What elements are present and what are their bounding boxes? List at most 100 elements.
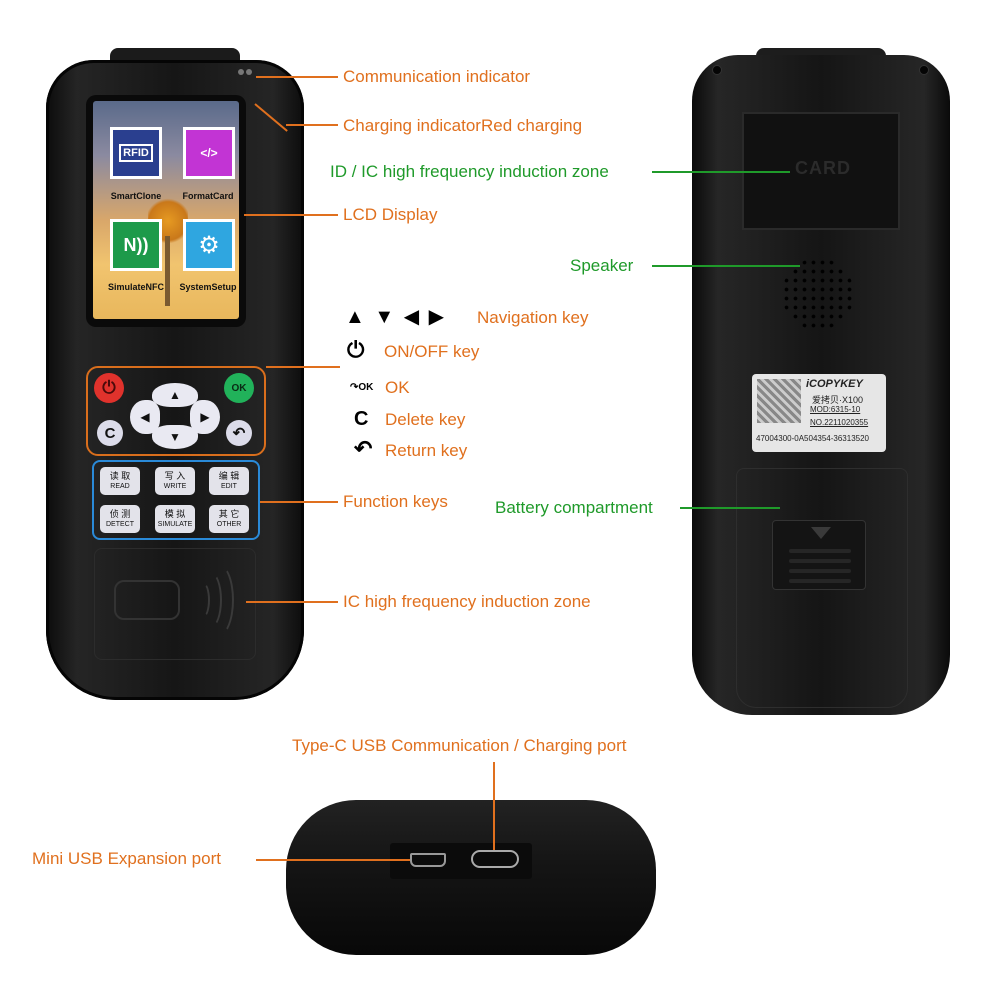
callout-type-c: Type-C USB Communication / Charging port	[292, 736, 627, 755]
delete-icon: C	[354, 408, 369, 430]
callout-charging-indicator: Charging indicatorRed charging	[343, 116, 583, 135]
leader-line	[652, 171, 790, 173]
rfid-icon: RFID	[119, 144, 153, 162]
other-key[interactable]: 其 它 OTHER	[209, 505, 249, 533]
sticker-serial: 47004300-0A504354-36313520	[756, 434, 869, 443]
return-icon: ↶	[354, 436, 373, 461]
return-button[interactable]: ↶	[226, 420, 252, 446]
edit-key-en: EDIT	[221, 483, 237, 490]
qr-code	[757, 379, 801, 423]
charging-led	[238, 69, 244, 75]
up-button[interactable]: ▲	[152, 383, 198, 407]
triangle-icon	[811, 527, 831, 539]
card-zone-label: CARD	[795, 158, 851, 178]
app-simulatenfc[interactable]: N))	[110, 219, 162, 271]
grip-line	[789, 569, 851, 573]
leader-line	[246, 601, 338, 603]
grip-line	[789, 549, 851, 553]
other-key-en: OTHER	[216, 521, 242, 528]
delete-button[interactable]: C	[97, 420, 123, 446]
sticker-model: 爱拷贝·X100	[812, 395, 864, 405]
legend-onoff-key: ON/OFF key	[384, 342, 480, 361]
gear-icon: ⚙	[198, 231, 220, 259]
app-formatcard[interactable]: </>	[183, 127, 235, 179]
read-key-cn: 读 取	[109, 471, 131, 481]
legend-delete-key: Delete key	[385, 410, 466, 429]
arrow-up-icon: ▲	[169, 388, 181, 402]
detect-key-en: DETECT	[106, 521, 134, 528]
arrow-left-icon: ◀	[140, 410, 150, 424]
simulate-key-en: SIMULATE	[157, 521, 193, 528]
power-button[interactable]: ⏻	[94, 373, 124, 403]
callout-lcd-display: LCD Display	[343, 205, 438, 224]
app-label-systemsetup: SystemSetup	[179, 282, 237, 292]
write-key-cn: 写 入	[164, 471, 186, 481]
power-icon: ⏻	[347, 337, 365, 362]
detect-key[interactable]: 侦 测 DETECT	[100, 505, 140, 533]
app-label-simulatenfc: SimulateNFC	[107, 282, 164, 292]
callout-communication-indicator: Communication indicator	[343, 67, 531, 86]
leader-line	[286, 124, 338, 126]
leader-line	[244, 214, 338, 216]
write-key[interactable]: 写 入 WRITE	[155, 467, 195, 495]
nfc-icon: N))	[123, 234, 149, 255]
read-key-en: READ	[110, 483, 130, 490]
arrow-down-icon: ▼	[169, 430, 181, 444]
leader-line	[256, 76, 338, 78]
legend-return-key: Return key	[385, 441, 468, 460]
app-label-formatcard: FormatCard	[182, 191, 234, 201]
callout-speaker: Speaker	[570, 256, 634, 275]
app-label-smartclone: SmartClone	[110, 191, 162, 201]
simulate-key-cn: 模 拟	[164, 509, 186, 519]
battery-compartment	[736, 468, 908, 708]
battery-latch[interactable]	[772, 520, 866, 590]
mini-usb-port[interactable]	[410, 853, 446, 867]
sticker-brand: iCOPYKEY	[806, 378, 863, 390]
leader-line	[652, 265, 800, 267]
leader-line	[680, 507, 780, 509]
lcd-screen: RFID SmartClone </> FormatCard N)) Simul…	[93, 101, 239, 319]
callout-function-keys: Function keys	[343, 492, 448, 511]
legend-ok: OK	[385, 378, 410, 397]
wallpaper-trunk	[165, 236, 170, 306]
edit-key[interactable]: 编 辑 EDIT	[209, 467, 249, 495]
arrow-right-icon: ▶	[200, 410, 210, 424]
detect-key-cn: 侦 测	[109, 509, 131, 519]
ic-induction-zone	[94, 548, 256, 660]
legend-navigation-key: Navigation key	[477, 308, 589, 327]
callout-ic-zone: IC high frequency induction zone	[343, 592, 591, 611]
sticker-mod: MOD:6315-10	[810, 405, 861, 414]
screw-icon	[919, 65, 929, 75]
simulate-key[interactable]: 模 拟 SIMULATE	[155, 505, 195, 533]
right-button[interactable]: ▶	[190, 400, 220, 434]
ok-button[interactable]: OK	[224, 373, 254, 403]
product-sticker: iCOPYKEY 爱拷贝·X100 MOD:6315-10 NO.2211020…	[752, 374, 886, 452]
sticker-no: NO.2211020355	[810, 418, 869, 427]
left-button[interactable]: ◀	[130, 400, 160, 434]
callout-mini-usb: Mini USB Expansion port	[32, 849, 221, 868]
usb-c-port[interactable]	[471, 850, 519, 868]
function-key-group	[92, 460, 260, 540]
ok-icon: OK	[231, 382, 247, 394]
leader-line	[260, 501, 338, 503]
leader-line	[493, 762, 495, 850]
down-button[interactable]: ▼	[152, 425, 198, 449]
callout-battery: Battery compartment	[495, 498, 653, 517]
edit-key-cn: 编 辑	[218, 471, 240, 481]
other-key-cn: 其 它	[218, 509, 240, 519]
delete-icon: C	[104, 424, 116, 442]
power-icon: ⏻	[102, 378, 116, 397]
screw-icon	[712, 65, 722, 75]
write-key-en: WRITE	[163, 483, 187, 490]
speaker-grille	[782, 258, 854, 330]
app-systemsetup[interactable]: ⚙	[183, 219, 235, 271]
callout-id-ic-zone: ID / IC high frequency induction zone	[330, 162, 609, 181]
read-key[interactable]: 读 取 READ	[100, 467, 140, 495]
communication-led	[246, 69, 252, 75]
app-smartclone[interactable]: RFID	[110, 127, 162, 179]
grip-line	[789, 579, 851, 583]
cloud-code-icon: </>	[200, 146, 218, 160]
ok-icon: ↷OK	[350, 382, 374, 393]
leader-line	[266, 366, 340, 368]
ic-pad-icon	[114, 580, 180, 620]
